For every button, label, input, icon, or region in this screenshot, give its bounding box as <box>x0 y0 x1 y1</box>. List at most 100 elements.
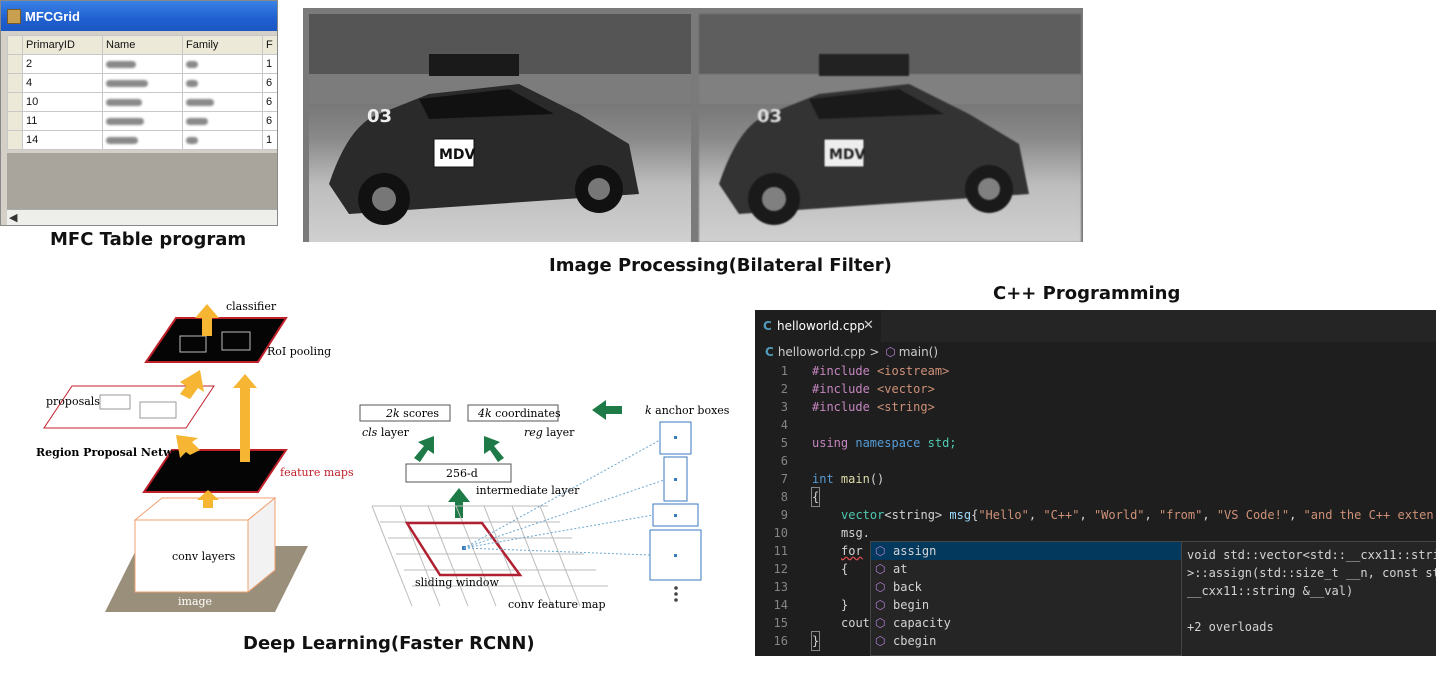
anchor-center <box>674 554 677 557</box>
cls-scores-text: scores <box>400 407 440 420</box>
anchor-center <box>674 514 677 517</box>
more-anchors-dots <box>674 586 678 602</box>
tab-helloworld-cpp[interactable]: C helloworld.cpp ✕ <box>755 310 881 342</box>
redacted-text <box>106 98 142 106</box>
close-icon[interactable]: ✕ <box>863 318 874 333</box>
breadcrumb-symbol[interactable]: main() <box>898 345 939 359</box>
cell-primaryid[interactable]: 2 <box>22 54 103 74</box>
code-line[interactable]: 12{ <box>755 560 1436 578</box>
anchor-boxes-text: anchor boxes <box>652 404 730 417</box>
suggestion-item[interactable]: ⬡capacity <box>871 614 1181 632</box>
proposals-label: proposals <box>46 395 100 408</box>
suggestion-item[interactable]: ⬡cbegin <box>871 632 1181 650</box>
cell-family[interactable] <box>182 54 263 74</box>
table-row[interactable]: 10 6 <box>7 92 277 112</box>
row-header[interactable] <box>7 92 23 112</box>
anchor-line <box>463 547 651 556</box>
car-window <box>809 89 944 119</box>
table-row[interactable]: 11 6 <box>7 111 277 131</box>
cell-name[interactable] <box>102 54 183 74</box>
anchor-boxes-label: k anchor boxes <box>645 404 730 417</box>
cls-italic: cls <box>362 426 378 439</box>
anchor-line <box>463 439 661 549</box>
cell-family[interactable] <box>182 130 263 150</box>
line-number: 13 <box>773 580 788 594</box>
cell-primaryid[interactable]: 11 <box>22 111 103 131</box>
table-row[interactable]: 2 1 <box>7 54 277 74</box>
cell-name[interactable] <box>102 111 183 131</box>
suggestion-item[interactable]: ⬡back <box>871 578 1181 596</box>
code-line[interactable]: 3#include <string> <box>755 398 1436 416</box>
cell-f[interactable]: 6 <box>262 73 277 93</box>
cell-name[interactable] <box>102 92 183 112</box>
cell-family[interactable] <box>182 73 263 93</box>
row-header[interactable] <box>7 54 23 74</box>
breadcrumb-file[interactable]: helloworld.cpp <box>777 345 866 359</box>
row-header-corner[interactable] <box>7 35 23 55</box>
code-line[interactable]: 8{ <box>755 487 1436 507</box>
method-cube-icon: ⬡ <box>875 598 886 612</box>
row-header[interactable] <box>7 73 23 93</box>
cell-f[interactable]: 6 <box>262 111 277 131</box>
cell-family[interactable] <box>182 92 263 112</box>
dot <box>674 598 678 602</box>
row-header[interactable] <box>7 130 23 150</box>
code-line[interactable]: 2#include <vector> <box>755 380 1436 398</box>
reg-box <box>467 404 559 422</box>
car-number: 03 <box>367 106 392 127</box>
line-number: 4 <box>780 418 788 432</box>
code-line[interactable]: 6 <box>755 452 1436 470</box>
cell-f[interactable]: 1 <box>262 130 277 150</box>
code-text: using namespace std; <box>812 434 957 452</box>
line-number: 10 <box>773 526 788 540</box>
caption-deep-learning: Deep Learning(Faster RCNN) <box>243 633 535 654</box>
dot <box>674 592 678 596</box>
cell-primaryid[interactable]: 14 <box>22 130 103 150</box>
token: for <box>841 544 863 558</box>
cell-primaryid[interactable]: 10 <box>22 92 103 112</box>
cell-family[interactable] <box>182 111 263 131</box>
dot <box>674 586 678 590</box>
suggestion-item[interactable]: ⬡assign <box>871 542 1181 560</box>
rear-rim <box>978 178 1000 200</box>
window-titlebar[interactable]: MFCGrid <box>1 1 277 31</box>
suggestion-item[interactable]: ⬡begin <box>871 596 1181 614</box>
column-header-family[interactable]: Family <box>182 35 263 55</box>
cpp-file-icon: C <box>763 319 772 333</box>
code-line[interactable]: 13 <box>755 578 1436 596</box>
arrow-icon <box>414 436 434 462</box>
scroll-left-icon[interactable]: ◀ <box>9 211 18 224</box>
code-line[interactable]: 4 <box>755 416 1436 434</box>
suggestion-item[interactable]: ⬡at <box>871 560 1181 578</box>
horizontal-scrollbar[interactable]: ◀ <box>7 209 277 225</box>
column-header-name[interactable]: Name <box>102 35 183 55</box>
code-line[interactable]: 1#include <iostream> <box>755 362 1436 380</box>
caption-cpp: C++ Programming <box>993 283 1181 304</box>
column-header-f[interactable]: F <box>262 35 277 55</box>
cell-name[interactable] <box>102 130 183 150</box>
column-header-primaryid[interactable]: PrimaryID <box>22 35 103 55</box>
cell-name[interactable] <box>102 73 183 93</box>
app-icon <box>7 9 21 24</box>
sliding-window-label: sliding window <box>415 576 500 589</box>
cell-primaryid[interactable]: 4 <box>22 73 103 93</box>
code-line[interactable]: 16} <box>755 631 1436 651</box>
reg-italic: reg <box>524 426 543 439</box>
code-line[interactable]: 14} <box>755 596 1436 614</box>
editor-tabs: C helloworld.cpp ✕ <box>755 310 1436 342</box>
filtered-photo: MDV 03 <box>699 14 1081 242</box>
table-row[interactable]: 4 6 <box>7 73 277 93</box>
row-header[interactable] <box>7 111 23 131</box>
cell-f[interactable]: 6 <box>262 92 277 112</box>
suggestion-details: void std::vector<std::__cxx11::stri >::a… <box>1182 541 1436 656</box>
table-row[interactable]: 14 1 <box>7 130 277 150</box>
reg-layer-text: layer <box>543 426 575 439</box>
car-body <box>719 84 1029 214</box>
cell-f[interactable]: 1 <box>262 54 277 74</box>
